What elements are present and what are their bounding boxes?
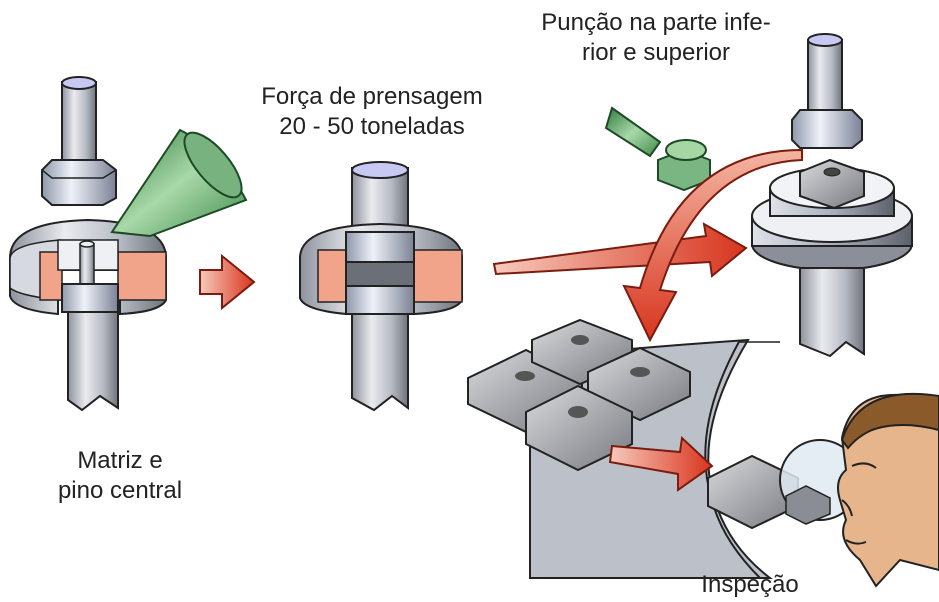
inspector-face (837, 392, 939, 588)
process-arrow-icon (492, 222, 748, 278)
process-arrow-icon (199, 253, 256, 311)
punch-label-line1: Punção na parte infe- (541, 9, 771, 36)
inserts (467, 318, 691, 472)
pressed-piece (604, 106, 711, 192)
force-label: Força de prensagem 20 - 50 toneladas (232, 82, 512, 142)
force-label-line2: 20 - 50 toneladas (279, 113, 465, 140)
punch-label: Punção na parte infe- rior e superior (516, 8, 796, 68)
inspection-label-text: Inspeção (701, 571, 799, 598)
stage-1-die (9, 76, 248, 412)
inspection-scene (707, 392, 939, 588)
punch-label-line2: rior e superior (581, 39, 731, 66)
upper-punch (41, 76, 117, 206)
stage-2-pressing (299, 161, 463, 412)
stage-3-press (751, 33, 913, 358)
process-arrow-icon (608, 435, 714, 492)
lower-punch (67, 311, 119, 412)
die-label-line1: Matriz e (77, 447, 163, 474)
die-label-line2: pino central (57, 477, 183, 504)
process-arrow-icon (622, 148, 803, 343)
force-label-line1: Força de prensagem (261, 83, 483, 110)
funnel-icon (110, 128, 248, 238)
core-pin (79, 243, 95, 285)
inspection-label: Inspeção (660, 570, 840, 600)
die-label: Matriz e pino central (20, 446, 220, 506)
